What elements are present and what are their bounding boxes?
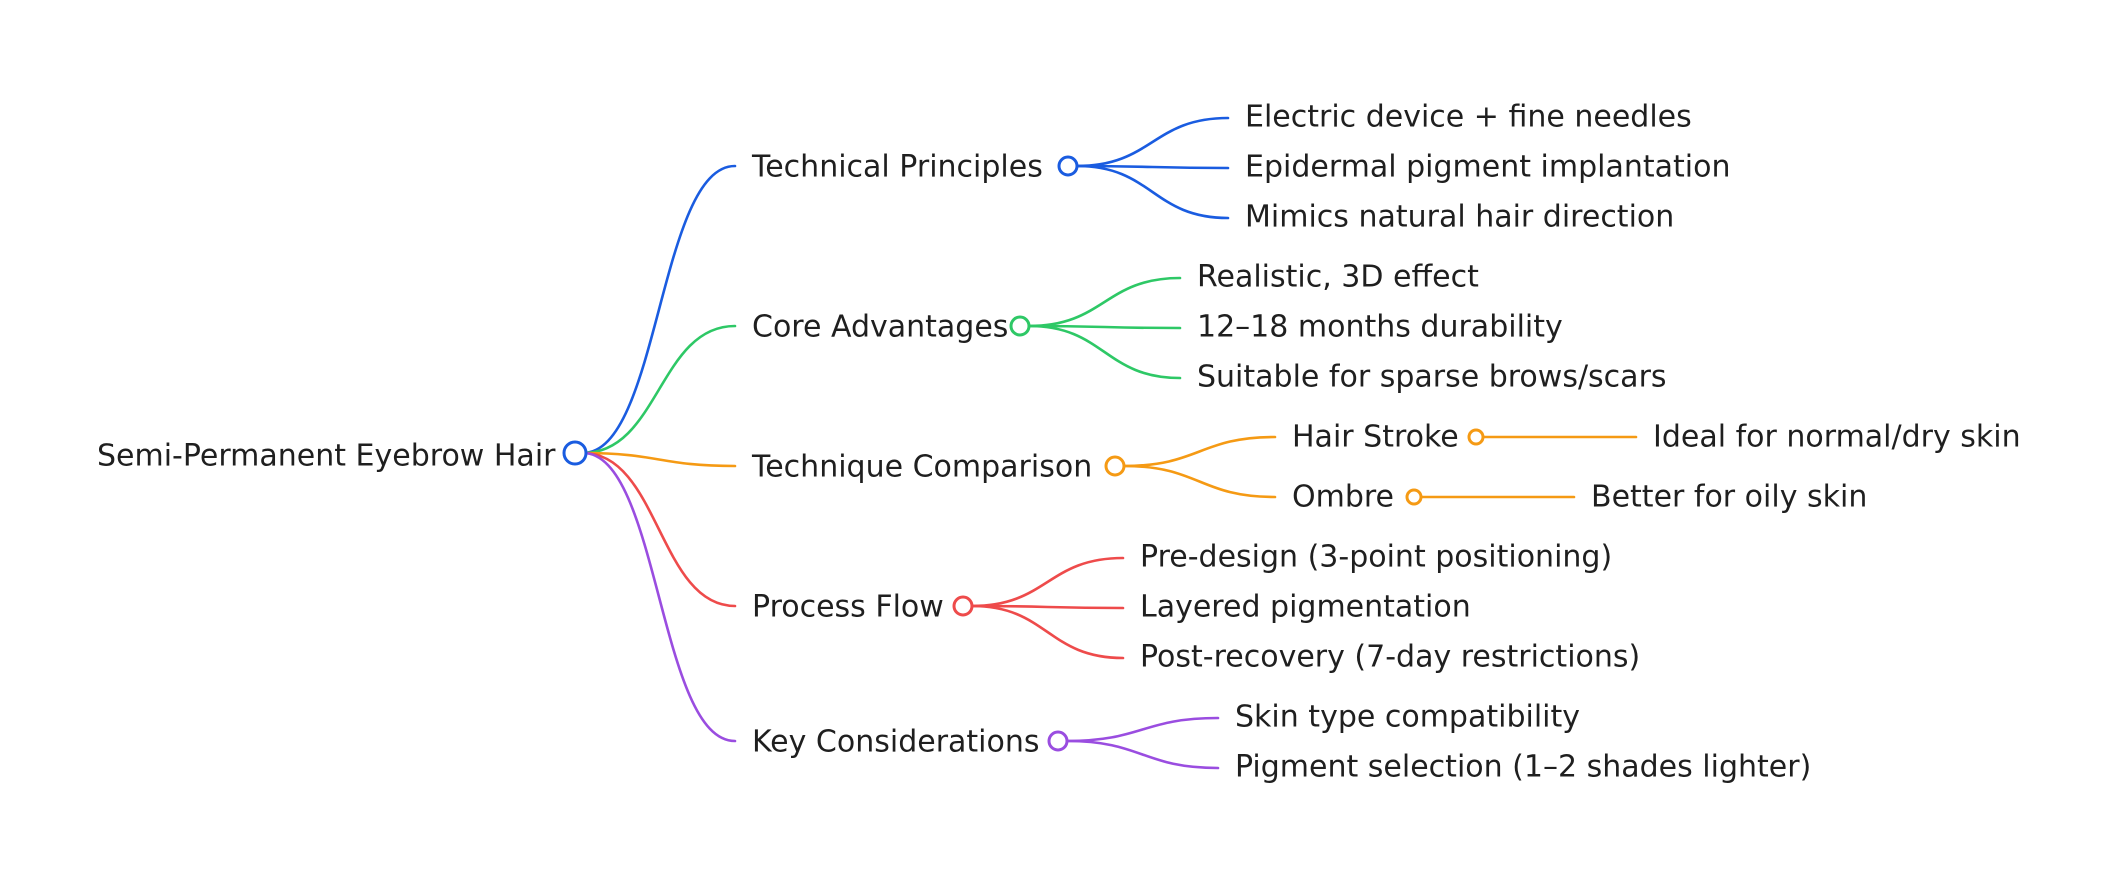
leaf-label: Suitable for sparse brows/scars xyxy=(1197,360,1667,395)
leaf-label: Epidermal pigment implantation xyxy=(1245,150,1730,185)
connector-line xyxy=(1027,324,1182,380)
branch-node-circle[interactable] xyxy=(1057,155,1079,177)
nodes-layer: Semi-Permanent Eyebrow Hair Technical Pr… xyxy=(97,100,2021,785)
connector-line xyxy=(1027,276,1182,328)
sub-branch-label-ombre: Ombre xyxy=(1292,480,1394,515)
leaf-label: 12–18 months durability xyxy=(1197,310,1563,345)
root-node-circle[interactable] xyxy=(562,440,588,466)
branch-node-circle[interactable] xyxy=(952,595,974,617)
connector-line xyxy=(1122,464,1277,499)
connector-line xyxy=(581,451,737,608)
leaf-label: Ideal for normal/dry skin xyxy=(1653,420,2021,455)
connector-line xyxy=(1075,164,1230,170)
leaf-label: Pigment selection (1–2 shades lighter) xyxy=(1235,750,1811,785)
branch-node-circle[interactable] xyxy=(1047,730,1069,752)
connector-line xyxy=(581,451,737,743)
leaf-label: Layered pigmentation xyxy=(1140,590,1471,625)
edges-layer xyxy=(581,116,1638,770)
sub-branch-node-circle[interactable] xyxy=(1467,428,1485,446)
leaf-label: Pre-design (3-point positioning) xyxy=(1140,540,1612,575)
connector-line xyxy=(1065,739,1220,770)
branch-label-technical-principles: Technical Principles xyxy=(751,150,1043,185)
sub-branch-label-hair-stroke: Hair Stroke xyxy=(1292,420,1459,455)
leaf-label: Skin type compatibility xyxy=(1235,700,1580,735)
branch-node-circle[interactable] xyxy=(1009,315,1031,337)
connector-line xyxy=(1027,324,1182,330)
leaf-label: Post-recovery (7-day restrictions) xyxy=(1140,640,1640,675)
branch-label-core-advantages: Core Advantages xyxy=(752,310,1008,345)
branch-label-process-flow: Process Flow xyxy=(752,590,944,625)
connector-line xyxy=(970,604,1125,610)
sub-branch-node-circle[interactable] xyxy=(1405,488,1423,506)
connector-line xyxy=(970,556,1125,608)
connector-line xyxy=(1075,116,1230,168)
connector-line xyxy=(1075,164,1230,220)
connector-line xyxy=(581,324,737,455)
root-label: Semi-Permanent Eyebrow Hair xyxy=(97,439,556,474)
branch-label-technique-comparison: Technique Comparison xyxy=(751,450,1092,485)
connector-line xyxy=(1065,716,1220,743)
leaf-label: Realistic, 3D effect xyxy=(1197,260,1479,295)
branch-label-key-considerations: Key Considerations xyxy=(752,725,1040,760)
connector-line xyxy=(1122,435,1277,468)
connector-line xyxy=(970,604,1125,660)
branch-node-circle[interactable] xyxy=(1104,455,1126,477)
connector-line xyxy=(581,164,737,455)
leaf-label: Better for oily skin xyxy=(1591,480,1867,515)
leaf-label: Mimics natural hair direction xyxy=(1245,200,1674,235)
connector-line xyxy=(581,451,737,468)
leaf-label: Electric device + fine needles xyxy=(1245,100,1692,135)
